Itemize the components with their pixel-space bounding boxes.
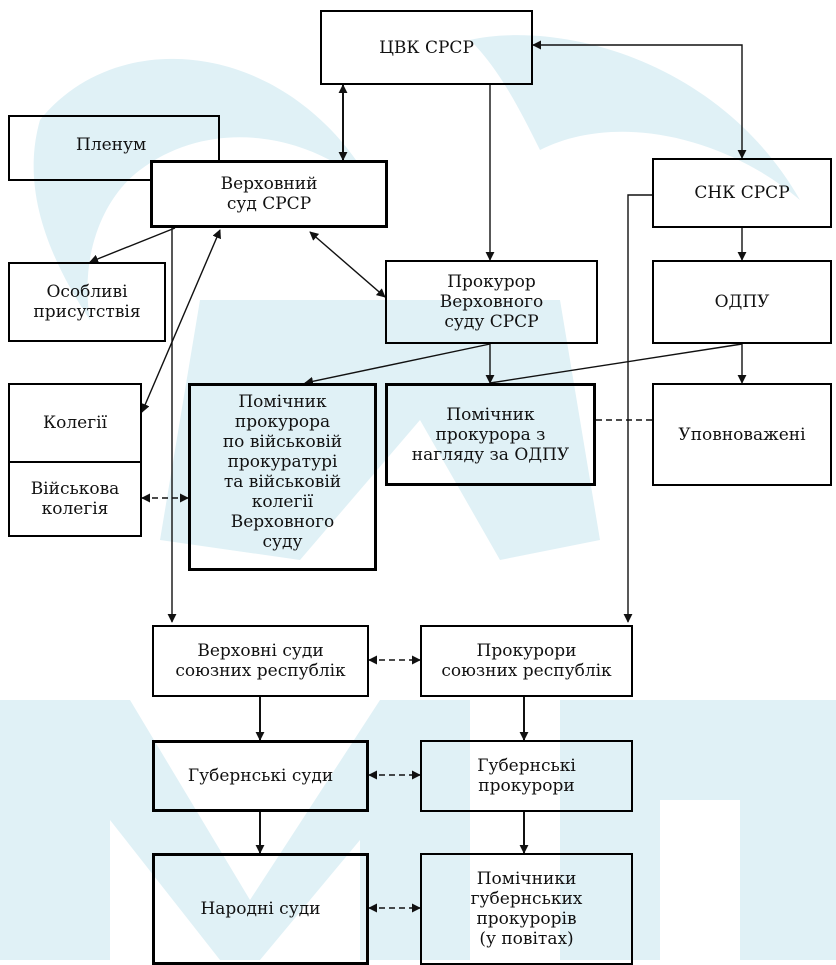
node-cvk: ЦВК СРСР	[320, 10, 533, 85]
node-asst-odpu: Помічник прокурора з нагляду за ОДПУ	[385, 383, 596, 486]
edge-supreme-special	[89, 227, 176, 264]
node-peoples-courts: Народні суди	[152, 853, 369, 965]
node-plenum: Пленум	[8, 115, 220, 181]
node-asst-military: Помічник прокурора по військовій прокура…	[188, 383, 377, 571]
node-odpu: ОДПУ	[652, 260, 832, 344]
edge-prosecutor-asst-military	[304, 343, 491, 386]
node-supreme-court: Верховний суд СРСР	[150, 160, 388, 228]
node-snk: СНК СРСР	[652, 158, 832, 228]
edge-cvk-snk	[532, 40, 747, 159]
node-republic-prosecutors: Прокурори союзних республік	[420, 625, 633, 697]
node-provincial-prosecutors: Губернські прокурори	[420, 740, 633, 812]
node-military-college: Військова колегія	[8, 461, 142, 537]
node-authorized: Уповноважені	[652, 383, 832, 486]
edge-snk-republic-prosecutors	[623, 194, 652, 623]
edge-supreme-colleges	[141, 229, 221, 413]
node-provincial-assistants: Помічники губернських прокурорів (у пові…	[420, 853, 633, 965]
node-colleges: Колегії	[8, 383, 142, 461]
node-prosecutor-supreme: Прокурор Верховного суду СРСР	[385, 260, 598, 344]
edge-supreme-prosecutor	[309, 231, 386, 298]
edge-odpu-asst-odpu	[489, 343, 743, 384]
node-special-presence: Особливі присутствія	[8, 262, 166, 342]
node-republic-courts: Верховні суди союзних республік	[152, 625, 369, 697]
node-provincial-courts: Губернські суди	[152, 740, 369, 812]
